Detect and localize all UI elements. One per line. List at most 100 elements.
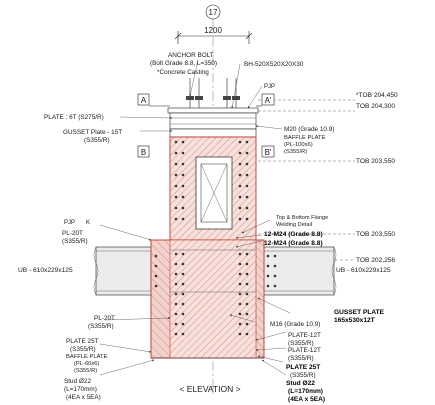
bolt-dot [174,292,178,296]
level-4: TOB 203,550 [356,231,395,238]
bolt-dot [238,302,242,306]
bolt-dot [174,282,178,286]
level-5: TOB 202,256 [356,257,395,264]
stud-left-qty: (4EA x 5EA) [66,394,101,401]
bolt-dot [181,195,185,199]
gusset-15t-grade: (S355/R) [84,137,110,144]
bolt-dot [245,302,249,306]
bolt-dot [245,140,249,144]
level-2: TOB 204,300 [356,103,395,110]
bolt-dot [238,262,242,266]
bolt-dot [154,274,158,278]
bolt-dot [174,151,178,155]
flange-weld-label: Top & Bottom Flange [276,215,328,221]
plate-12t-a-label: PLATE-12T [288,332,321,339]
bolt-dot [238,173,242,177]
beam-right [263,246,337,296]
bolt-dot [174,302,178,306]
bolt-dot [238,292,242,296]
anchor-bolts [186,78,240,110]
plate-12t-b-label: PLATE-12T [288,347,321,354]
baffle-top-grade: (S355/R) [284,149,307,155]
anchor-bolt-label: ANCHOR BOLT [168,52,214,59]
stud-right-label: Stud Ø22 [286,380,315,387]
gusset-15t-label: GUSSET Plate - 15T [63,129,122,136]
bolt-dot [181,162,185,166]
bolt-dot [181,173,185,177]
stud-right-qty: (4EA x 5EA) [288,396,325,403]
bolt-dot [238,162,242,166]
plate-25t-right-label: PLATE 25T [286,364,320,371]
bolt-dot [238,282,242,286]
grid-bubble: 17 [205,4,221,20]
baffle-top-label: BAFFLE PLATE [284,135,326,141]
column-lower [150,239,265,359]
plate-12t-b-grade: (S355/R) [288,355,314,362]
bolt-dot [273,274,277,278]
bolt-dot [238,151,242,155]
bolt-dot [245,206,249,210]
bolt-dot [245,312,249,316]
bolt-dot [238,195,242,199]
m16-label: M16 (Grade 10.9) [270,321,320,328]
bolt-dot [174,173,178,177]
bolt-dot [174,162,178,166]
bolt-dot [181,252,185,256]
plate-25t-right-grade: (S355/R) [290,372,316,379]
bolt-dot [238,322,242,326]
flange-weld-label-2: Welding Detail [276,222,312,228]
bolt-dot [238,206,242,210]
level-1: *TOB 204,450 [356,92,398,99]
bolt-dot [245,292,249,296]
bolt-dot [174,206,178,210]
bolt-dot [266,284,270,288]
bolt-dot [245,217,249,221]
grid-bubble-label: 17 [209,8,218,17]
pl20t-bot-label: PL-20T [94,315,115,322]
gusset-plate-size: 165x530x12T [334,317,375,324]
pjp-left-label: PJP [64,220,75,226]
bolt-dot [245,162,249,166]
bh-label: BH-520X520X20X30 [244,61,304,68]
bolt-dot [174,262,178,266]
stud-right-length: (L=170mm) [288,388,323,395]
bolt-dot [154,254,158,258]
ub-right-label: UB - 610x229x125 [336,267,391,274]
pl20t-top-label: PL-20T [62,230,83,237]
beam-left [93,246,152,296]
bolt-dot [266,274,270,278]
bolt-dot [181,282,185,286]
concrete-casting-label: *Concrete Casting [157,69,209,76]
bolt-dot [245,195,249,199]
bolt-dot [174,195,178,199]
bolt-dot [174,272,178,276]
bolt-dot [181,272,185,276]
bolt-dot [174,332,178,336]
bolt-dot [181,332,185,336]
column-upper [169,136,257,241]
bolt-dot [181,151,185,155]
dimension-line: 1200 [174,26,253,44]
bolt-dot [181,262,185,266]
pl20t-bot-grade: (S355/R) [88,323,114,330]
bolt-dot [273,254,277,258]
bolt-dot [238,140,242,144]
section-a-right: A' [265,96,272,105]
bolt-dot [154,264,158,268]
bolt-dot [245,173,249,177]
section-marks: A A' B B' [137,93,275,158]
plate-12t-a-grade: (S355/R) [288,340,314,347]
bolt-dot [181,217,185,221]
plate-25t-left-grade: (S355/R) [70,346,96,353]
bolt-dot [238,184,242,188]
bolt-dot [266,254,270,258]
baffle-bot-spec: (PL-60x6) [74,361,100,367]
section-a-left: A [141,96,147,105]
bolt-12m24-b: 12-M24 (Grade 8.8) [264,240,323,247]
bolt-dot [174,140,178,144]
baffle-top-spec: (PL-100x6) [284,142,313,148]
leader-lines [99,59,291,376]
bolt-dot [181,312,185,316]
